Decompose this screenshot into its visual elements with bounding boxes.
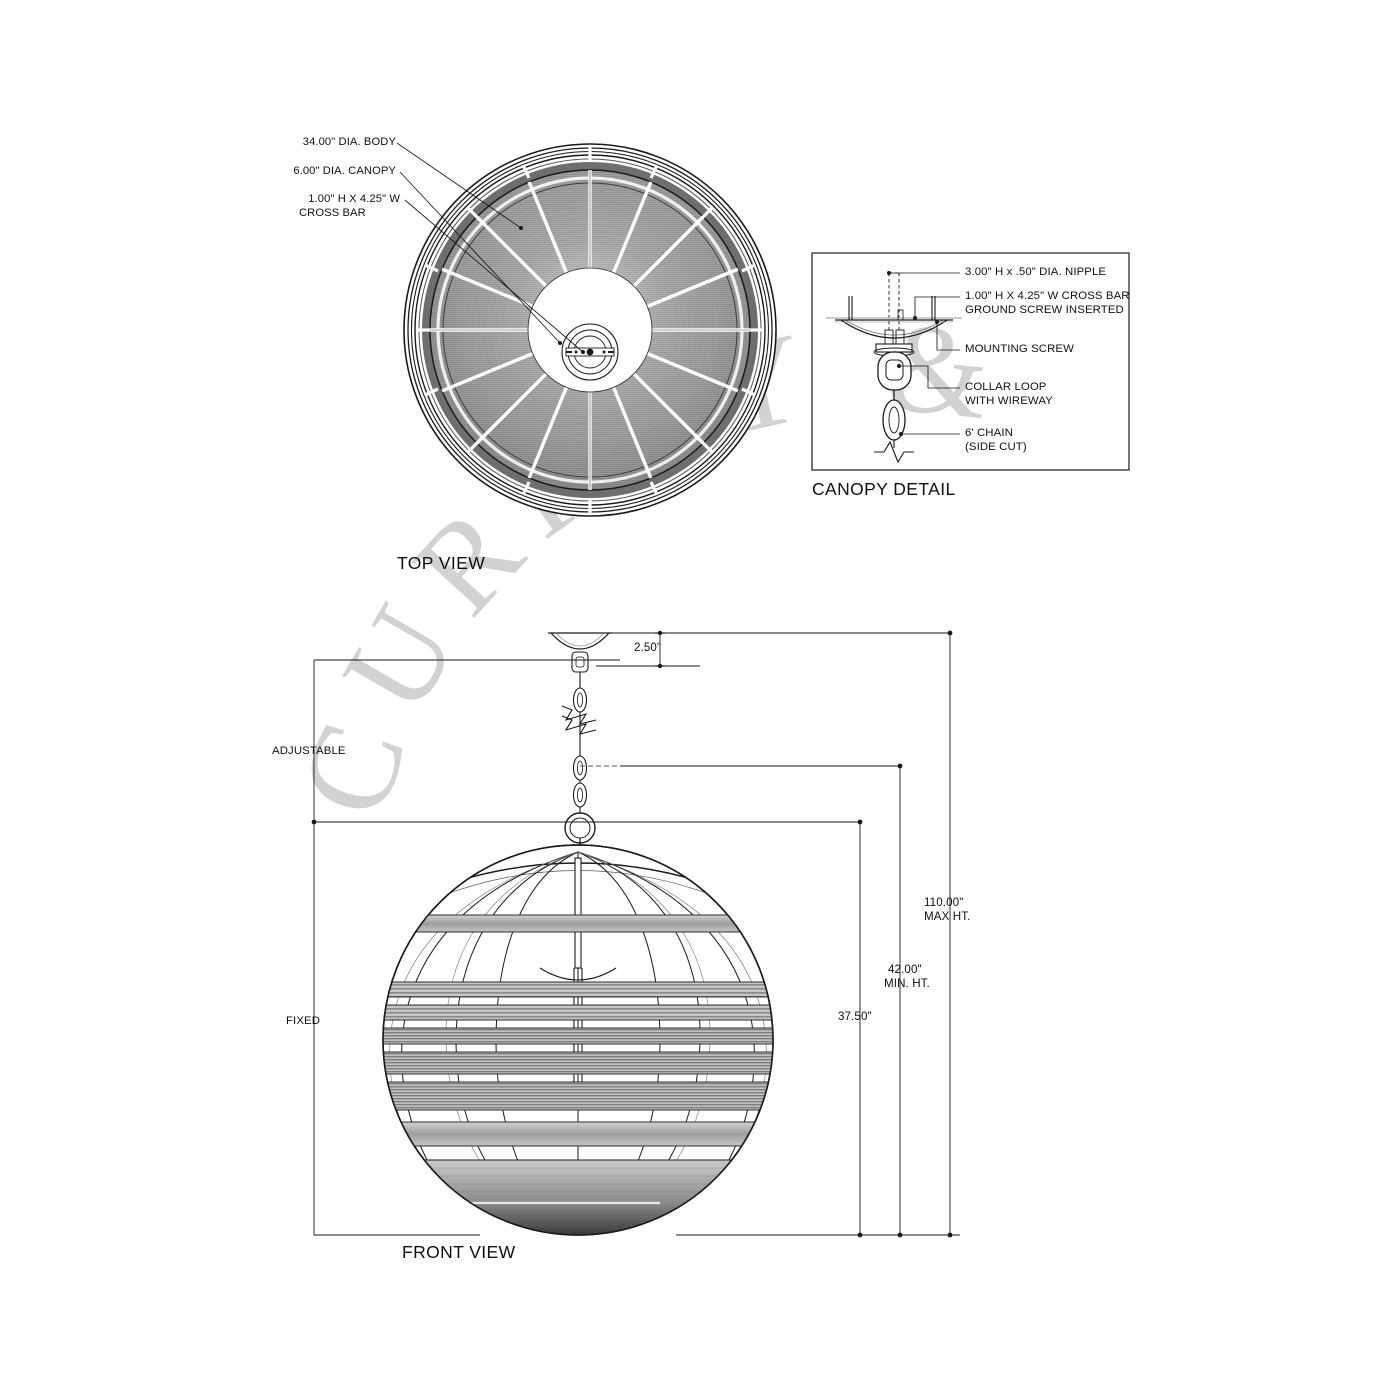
detail-callout-chain-line2: (SIDE CUT): [965, 441, 1027, 453]
detail-callout-crossbar-line1: 1.00" H X 4.25" W CROSS BAR: [965, 290, 1130, 302]
label-fixed: FIXED: [286, 1015, 321, 1027]
detail-callout-mounting-screw: MOUNTING SCREW: [965, 343, 1074, 355]
detail-callout-nipple: 3.00" H x .50" DIA. NIPPLE: [965, 266, 1107, 278]
callout-cross-bar-line1: 1.00" H X 4.25" W: [308, 193, 400, 205]
label-adjustable: ADJUSTABLE: [272, 745, 346, 757]
dimension-min-height-line1: 42.00": [888, 963, 922, 976]
dimension-max-height-line2: MAX HT.: [924, 910, 971, 923]
dimension-tick-marks: [655, 632, 665, 667]
top-view-title: TOP VIEW: [397, 553, 486, 573]
front-view-canopy: [548, 632, 612, 673]
canopy-detail-box: [811, 252, 1130, 471]
canopy-detail-title: CANOPY DETAIL: [812, 479, 956, 499]
dimension-arrow-ticks: [311, 630, 953, 1238]
callout-body-diameter: 34.00" DIA. BODY: [302, 136, 396, 148]
callout-cross-bar-line2: CROSS BAR: [299, 207, 366, 219]
top-view-geometry: [396, 142, 777, 517]
dimension-max-height-line1: 110.00": [924, 896, 964, 909]
dimension-lines: [313, 632, 960, 1236]
detail-callout-chain-line1: 6' CHAIN: [965, 427, 1013, 439]
detail-callout-collar-loop-line2: WITH WIREWAY: [965, 395, 1053, 407]
dimension-canopy-height: 2.50": [634, 641, 662, 654]
callout-canopy-diameter: 6.00" DIA. CANOPY: [293, 165, 396, 177]
front-view-title: FRONT VIEW: [402, 1242, 516, 1262]
canopy-detail-leaders: [889, 272, 960, 435]
front-view-chain: [561, 672, 597, 848]
canopy-detail-leader-dots: [887, 271, 939, 436]
canopy-detail-geometry: [826, 272, 962, 464]
front-view-globe: [382, 844, 774, 1236]
detail-callout-collar-loop-line1: COLLAR LOOP: [965, 381, 1047, 393]
dimension-min-height-line2: MIN. HT.: [884, 977, 930, 990]
dimension-body-height: 37.50": [838, 1010, 872, 1023]
detail-callout-crossbar-line2: GROUND SCREW INSERTED: [965, 304, 1124, 316]
